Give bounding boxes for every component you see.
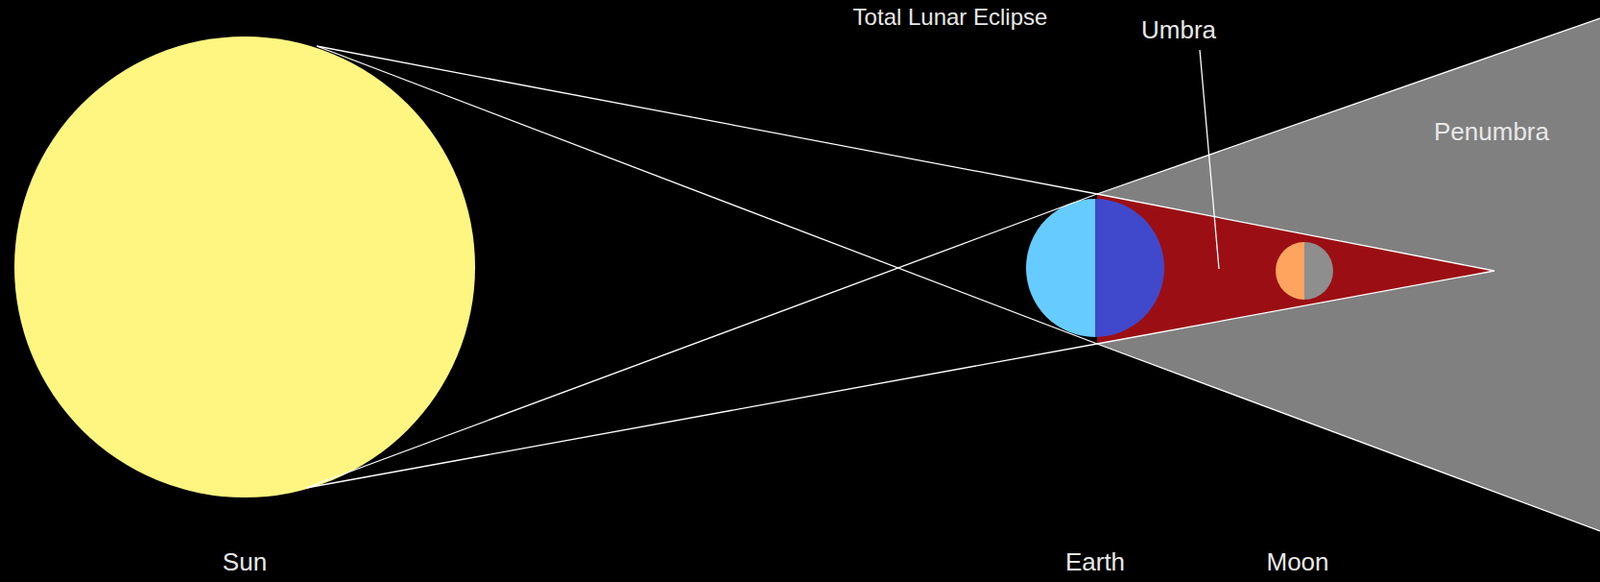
region-label: Umbra bbox=[1141, 16, 1217, 46]
moon-disc bbox=[1275, 241, 1334, 300]
diagram-title: Total Lunar Eclipse bbox=[853, 3, 1049, 31]
earth-disc bbox=[1026, 198, 1165, 337]
tangent-line bbox=[316, 46, 1098, 194]
penumbra-edge bbox=[1097, 343, 1600, 531]
body-label: Earth bbox=[1065, 548, 1125, 577]
region-label: Penumbra bbox=[1433, 118, 1550, 147]
earth-night-side bbox=[1095, 198, 1165, 337]
umbra-edge bbox=[1097, 193, 1495, 271]
sun-disc bbox=[14, 36, 476, 498]
body-label: Sun bbox=[222, 548, 267, 577]
penumbra-edge bbox=[1097, 18, 1600, 194]
earth-day-side bbox=[1026, 198, 1096, 337]
tangent-line bbox=[306, 343, 1098, 488]
moon-lit-side bbox=[1275, 241, 1305, 300]
tangent-line bbox=[316, 46, 1098, 344]
moon-dark-side bbox=[1304, 241, 1334, 300]
tangent-lines bbox=[306, 18, 1600, 531]
penumbra-region bbox=[1097, 18, 1600, 531]
tangent-line bbox=[306, 193, 1098, 488]
leader-line bbox=[1199, 49, 1219, 269]
umbra-edge bbox=[1097, 270, 1495, 344]
body-label: Moon bbox=[1265, 548, 1329, 577]
